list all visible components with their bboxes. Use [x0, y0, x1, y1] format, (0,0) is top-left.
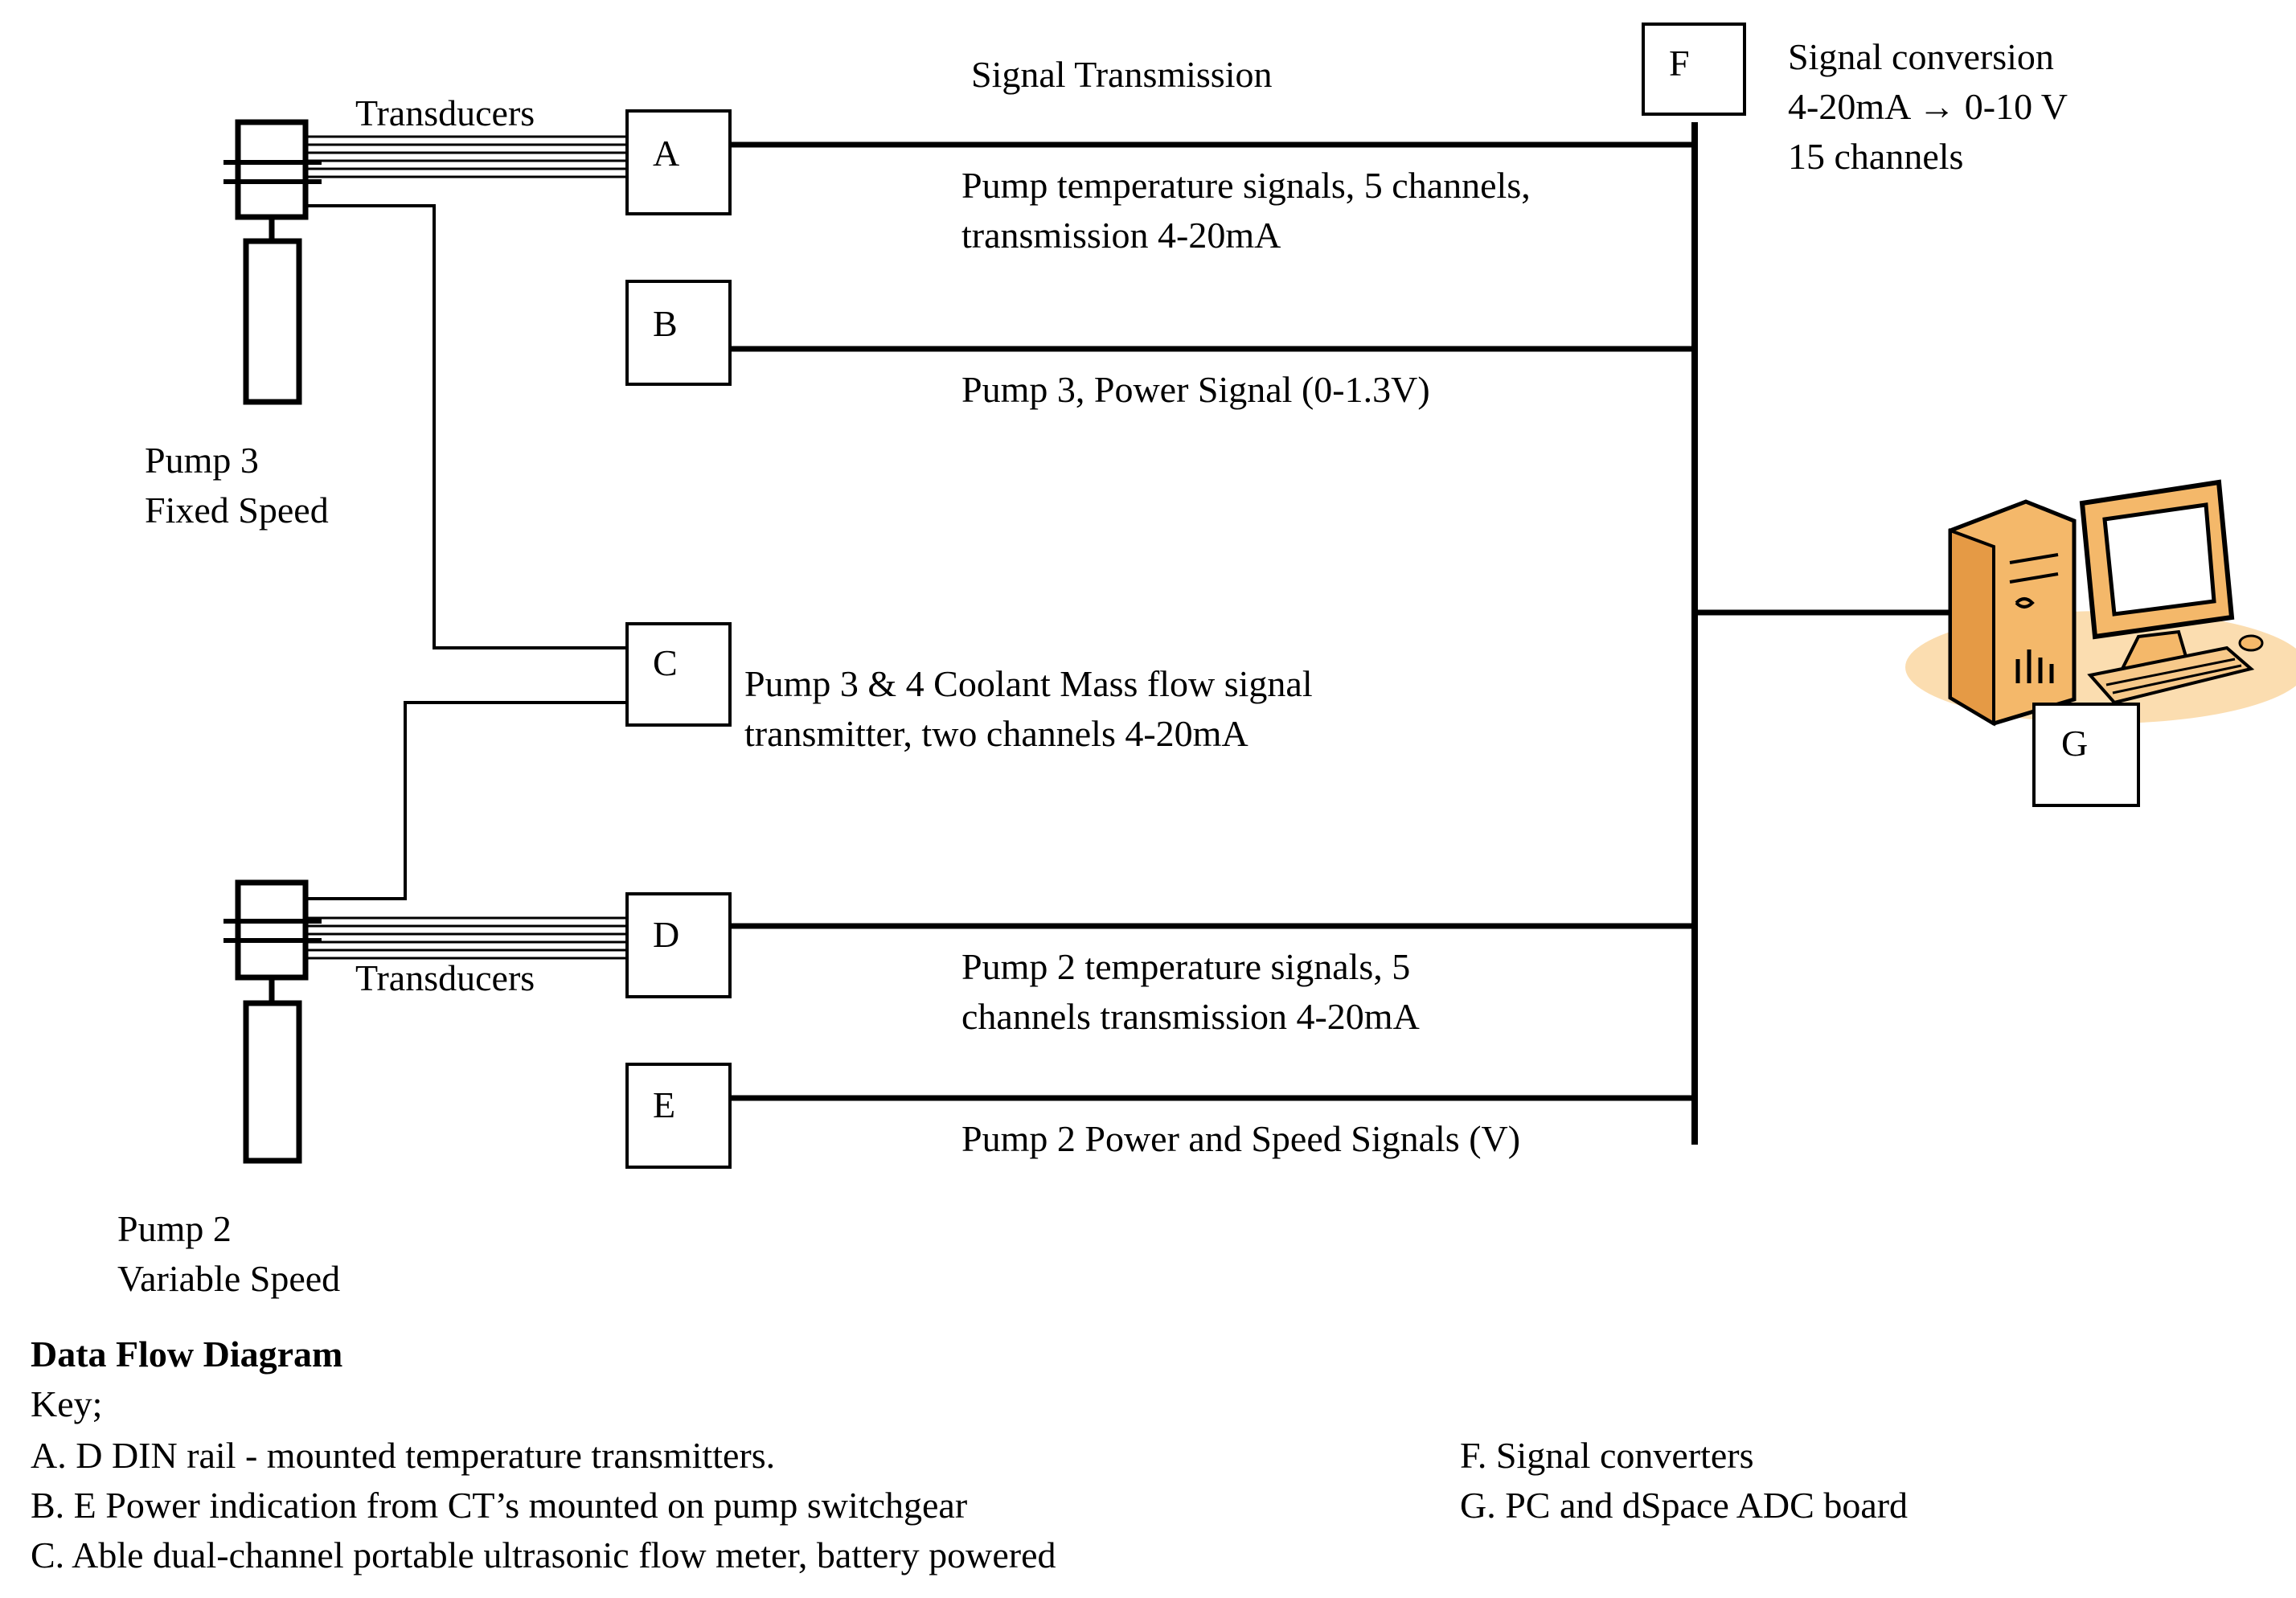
- key-subtitle: Key;: [31, 1383, 102, 1424]
- key-item-f: F. Signal converters: [1460, 1435, 1754, 1476]
- pump2-name: Pump 2: [117, 1208, 232, 1249]
- key-title: Data Flow Diagram: [31, 1334, 342, 1375]
- link-b-label: Pump 3, Power Signal (0-1.3V): [961, 369, 1430, 410]
- box-g: [2032, 703, 2140, 807]
- link-e-label: Pump 2 Power and Speed Signals (V): [961, 1118, 1520, 1159]
- box-c-label: C: [653, 642, 678, 683]
- box-e-label: E: [653, 1084, 675, 1125]
- pump3-icon: [223, 119, 322, 405]
- box-b: [625, 280, 732, 386]
- box-c: [625, 622, 732, 727]
- pump3-speed: Fixed Speed: [145, 490, 329, 531]
- transducer-cables-top: [305, 135, 627, 178]
- key-item-c: C. Able dual-channel portable ultrasonic…: [31, 1534, 1056, 1575]
- computer-icon: [1905, 479, 2296, 727]
- pump2-to-c-wire: [305, 701, 627, 900]
- link-d-label-line2: channels transmission 4-20mA: [961, 996, 1420, 1037]
- link-c-label-line2: transmitter, two channels 4-20mA: [744, 713, 1248, 754]
- signal-transmission-header: Signal Transmission: [971, 54, 1273, 95]
- key-item-g: G. PC and dSpace ADC board: [1460, 1485, 1908, 1526]
- pump2-speed: Variable Speed: [117, 1258, 340, 1299]
- pump3-to-c-wire: [305, 204, 627, 649]
- transducer-cables-bottom: [305, 916, 627, 960]
- key-item-ad: A. D DIN rail - mounted temperature tran…: [31, 1435, 775, 1476]
- link-a-label-line2: transmission 4-20mA: [961, 215, 1281, 256]
- box-d-label: D: [653, 914, 679, 955]
- box-b-label: B: [653, 303, 678, 344]
- signal-conversion-line2: 4-20mA → 0-10 V: [1788, 86, 2068, 127]
- transducers-top-label: Transducers: [355, 92, 535, 133]
- signal-conversion-line1: Signal conversion: [1788, 36, 2054, 77]
- box-a-label: A: [653, 133, 679, 174]
- transducers-bottom-label: Transducers: [355, 957, 535, 998]
- link-d-label-line1: Pump 2 temperature signals, 5: [961, 946, 1410, 987]
- link-c-label-line1: Pump 3 & 4 Coolant Mass flow signal: [744, 663, 1313, 704]
- box-f-label: F: [1669, 43, 1690, 84]
- box-f: [1642, 23, 1746, 116]
- key-item-be: B. E Power indication from CT’s mounted …: [31, 1485, 967, 1526]
- box-a: [625, 109, 732, 215]
- link-a-label-line1: Pump temperature signals, 5 channels,: [961, 165, 1531, 206]
- pump3-name: Pump 3: [145, 440, 259, 481]
- box-d: [625, 892, 732, 998]
- box-g-label: G: [2061, 723, 2088, 764]
- box-e: [625, 1063, 732, 1169]
- signal-conversion-line3: 15 channels: [1788, 136, 1963, 177]
- pump2-icon: [223, 879, 322, 1164]
